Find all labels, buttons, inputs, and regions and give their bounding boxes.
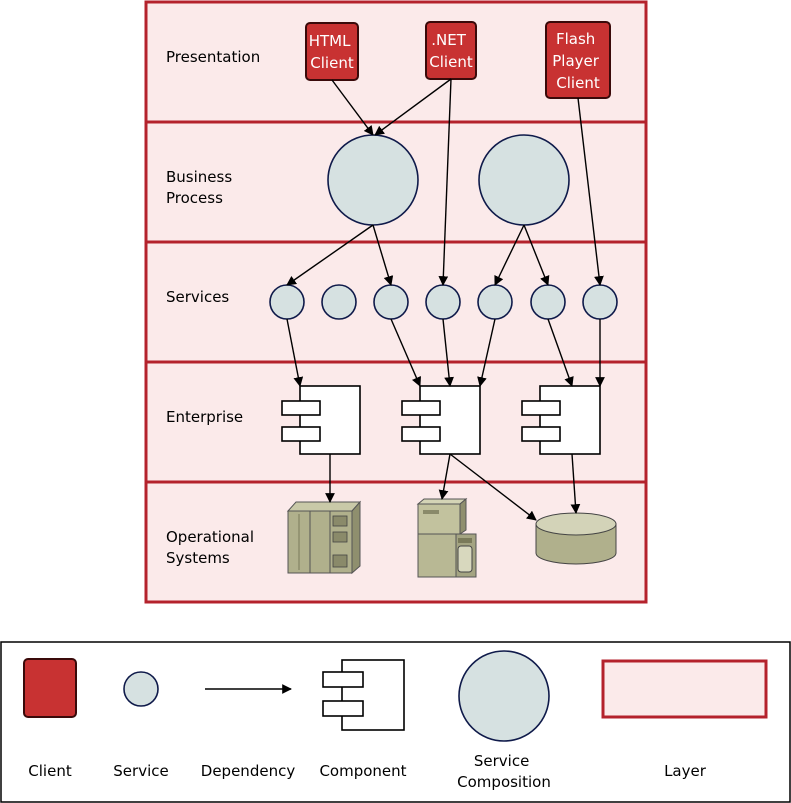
legend-service-icon (123, 671, 159, 707)
dep-composition2-to-service5 (494, 224, 525, 286)
legend-dependency-label: Dependency (201, 762, 296, 780)
legend-component-label: Component (319, 762, 406, 780)
database-icon (535, 512, 617, 565)
svg-text:Flash Player Clien: Flash Player Client (552, 30, 603, 92)
services-row (269, 284, 618, 320)
dep-composition1-to-service1 (286, 224, 374, 286)
dep-service3-to-component2 (390, 318, 421, 387)
dep-net-to-composition1 (374, 78, 452, 136)
legend-layer-label: Layer (664, 762, 707, 780)
client-html: HTML Client (305, 22, 359, 81)
service-3 (373, 284, 409, 320)
layer-services-label: Services (166, 288, 229, 306)
dep-html-to-composition1 (331, 79, 374, 136)
legend-client-icon (23, 658, 77, 718)
server-rack-icon (286, 500, 362, 575)
service-5 (477, 284, 513, 320)
layer-presentation-label: Presentation (166, 48, 260, 66)
service-7 (582, 284, 618, 320)
client-flash: Flash Player Client (545, 21, 611, 99)
component-1 (281, 385, 361, 455)
legend-service-label: Service (113, 762, 168, 780)
legend-client-label: Client (28, 762, 72, 780)
layer-enterprise: Enterprise (144, 360, 648, 484)
dep-component2-to-database (449, 453, 537, 521)
service-6 (530, 284, 566, 320)
dep-service4-to-component2 (442, 318, 454, 387)
service-composition-1 (327, 134, 419, 226)
dep-service6-to-component3 (547, 318, 574, 387)
layer-enterprise-label: Enterprise (166, 408, 243, 426)
dep-net-to-service4 (438, 78, 452, 286)
layer-operational-systems-label: Operational Systems (166, 528, 259, 567)
mainframe-icon (416, 497, 477, 578)
dep-composition1-to-service3 (372, 224, 394, 286)
legend-layer-icon (601, 659, 768, 719)
dep-component2-to-mainframe (438, 453, 451, 500)
legend-service-composition-icon (458, 650, 550, 742)
dep-service1-to-component1 (286, 318, 304, 387)
service-2 (321, 284, 357, 320)
dep-service5-to-component2 (477, 318, 496, 387)
dep-composition2-to-service6 (523, 224, 550, 286)
svg-text:HTML Client: HTML Client (309, 32, 356, 72)
service-4 (425, 284, 461, 320)
svg-text:.NET Client: .NET Client (429, 31, 473, 71)
client-net: .NET Client (425, 21, 477, 80)
dependencies (286, 78, 605, 521)
legend-component-icon (322, 659, 405, 731)
dep-flash-to-service7 (577, 97, 604, 286)
legend-service-composition-label: Service Composition (457, 752, 551, 791)
legend: Client Service Dependency Component Serv… (0, 641, 791, 803)
service-composition-2 (478, 134, 570, 226)
layer-business-process-label: Business Process (166, 168, 237, 207)
service-1 (269, 284, 305, 320)
component-3 (521, 385, 601, 455)
dep-component3-to-database (570, 453, 581, 514)
